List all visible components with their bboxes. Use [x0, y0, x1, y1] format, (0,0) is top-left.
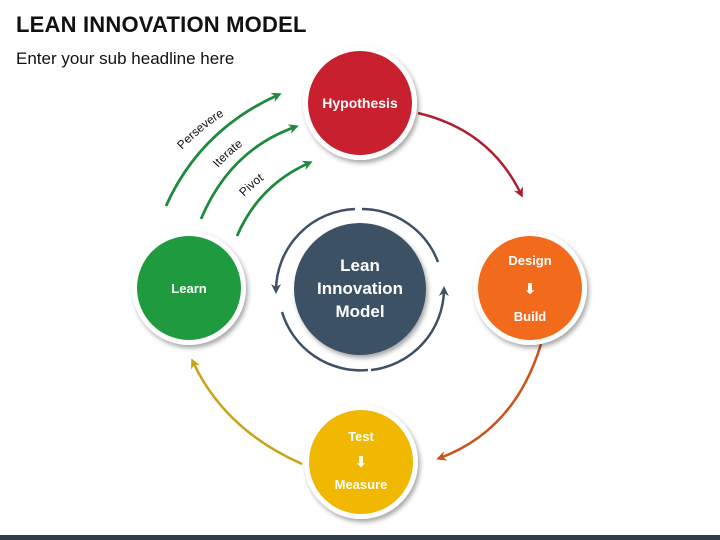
arrow-pivot: [235, 160, 313, 237]
label-persevere: Persevere: [174, 106, 226, 152]
down-arrow-icon: ⬇: [524, 281, 537, 298]
node-test-measure: Test ⬇ Measure: [304, 405, 418, 519]
node-hypothesis: Hypothesis: [303, 46, 417, 160]
design-label: Design: [508, 253, 551, 268]
arrow-test-to-learn: [191, 358, 303, 466]
page-title: LEAN INNOVATION MODEL: [16, 12, 307, 37]
node-design-build: Design ⬇ Build: [473, 231, 587, 345]
test-label: Test: [348, 429, 374, 444]
measure-label: Measure: [335, 477, 388, 492]
label-iterate: Iterate: [210, 136, 245, 170]
learn-label: Learn: [171, 281, 206, 296]
arrow-hypothesis-to-design: [417, 111, 523, 198]
arrow-persevere: [164, 92, 282, 207]
center-ring-left-lower: [280, 311, 369, 372]
center-line-2: Innovation: [317, 279, 403, 298]
arrow-iterate: [199, 124, 299, 220]
build-label: Build: [514, 309, 547, 324]
center-ring-left: [271, 207, 356, 294]
page-subtitle: Enter your sub headline here: [16, 49, 235, 68]
node-learn: Learn: [132, 231, 246, 345]
hypothesis-label: Hypothesis: [322, 95, 398, 111]
center-line-3: Model: [335, 302, 384, 321]
center-node: Lean Innovation Model: [294, 223, 426, 355]
center-line-1: Lean: [340, 256, 380, 275]
arrow-design-to-test: [436, 343, 543, 461]
bottom-bar: [0, 535, 720, 540]
down-arrow-icon: ⬇: [355, 454, 368, 471]
center-ring-right: [370, 286, 449, 372]
center-ring-right-upper: [361, 207, 440, 263]
